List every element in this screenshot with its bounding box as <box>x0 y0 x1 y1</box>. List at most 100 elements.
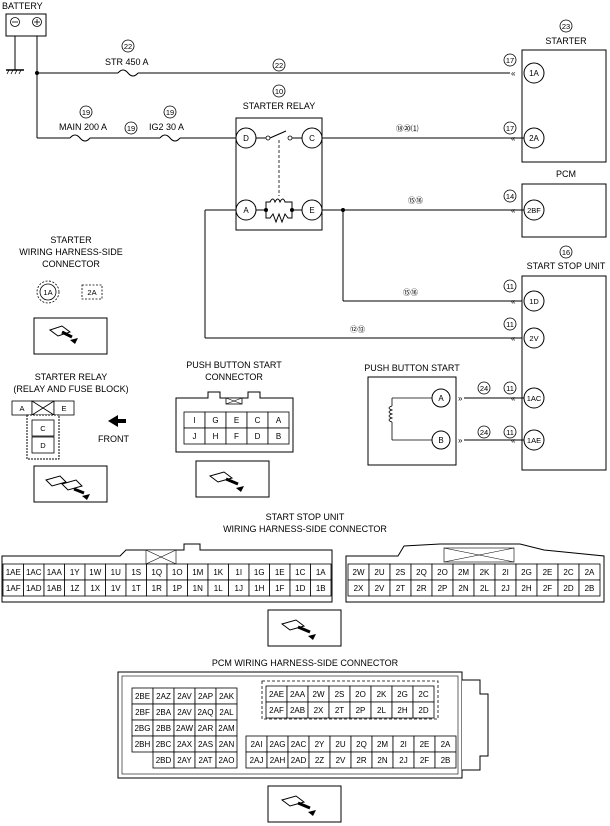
pin-label: 1S <box>131 568 141 577</box>
pin-label: 2AG <box>269 740 285 749</box>
pcm: PCM 2BF <box>521 169 607 238</box>
pin-label: 1N <box>193 584 203 593</box>
pin-label: 2K <box>377 690 387 699</box>
svg-text:«: « <box>511 134 516 143</box>
svg-text:WIRING HARNESS-SIDE CONNECTOR: WIRING HARNESS-SIDE CONNECTOR <box>223 524 387 534</box>
starter-relay-connector: STARTER RELAY (RELAY AND FUSE BLOCK) A E… <box>11 372 129 503</box>
pin-label: 1C <box>295 568 305 577</box>
svg-text:1AC: 1AC <box>527 394 542 403</box>
fuse-main-ref: 19 <box>82 108 90 117</box>
starter-wh-connector: STARTER WIRING HARNESS-SIDE CONNECTOR 1A… <box>19 235 123 355</box>
fuse-ig2-symbol <box>159 134 181 142</box>
pin-label: 2X <box>354 584 364 593</box>
pin-label: 2BF <box>135 708 150 717</box>
svg-text:STARTER RELAY: STARTER RELAY <box>35 372 108 382</box>
pin-label: 2AD <box>291 756 307 765</box>
pin-label: C <box>255 416 261 425</box>
pin-label: 2X <box>314 706 324 715</box>
connector-chevron: « <box>511 69 516 78</box>
pin-label: J <box>193 432 197 441</box>
pin-label: 1Q <box>151 568 162 577</box>
starter-relay: 10 STARTER RELAY D C A E <box>235 84 323 231</box>
pin-label: 2N <box>458 584 468 593</box>
pin-label: 1AB <box>47 584 62 593</box>
pin-label: 1O <box>172 568 183 577</box>
pin-label: 2BG <box>134 724 150 733</box>
svg-text:PUSH BUTTON START: PUSH BUTTON START <box>186 360 282 370</box>
pin-label: 2AS <box>198 740 213 749</box>
wire-relay-e: ⑮⑯ 14 « ⑮⑯ 11 « <box>322 189 524 306</box>
wire-ref-relay-e-ssu: ⑮⑯ <box>403 288 418 297</box>
conn-ref-11-2v: 11 <box>506 320 514 329</box>
pin-label: 2P <box>438 584 448 593</box>
pin-label: 2U <box>335 740 345 749</box>
pin-label: 2AZ <box>156 692 171 701</box>
front-arrow-icon <box>108 415 126 427</box>
wire-ref-pb-b: 24 <box>480 428 488 437</box>
pin-label: 2AK <box>219 692 235 701</box>
wire-ref-pb-a: 24 <box>480 384 488 393</box>
wire-ref-top: 22 <box>275 61 283 70</box>
battery-label: BATTERY <box>2 1 43 11</box>
conn-ref-11-1d: 11 <box>506 282 514 291</box>
pin-label: 2AM <box>218 724 235 733</box>
svg-text:D: D <box>40 441 46 450</box>
pin-label: 2V <box>336 756 346 765</box>
fuse-main-label: MAIN 200 A <box>59 122 107 132</box>
pin-label: 2BH <box>135 740 151 749</box>
pin-label: 2F <box>543 584 552 593</box>
svg-text:D: D <box>243 134 249 143</box>
svg-text:C: C <box>309 134 315 143</box>
fuse-main-symbol <box>69 134 91 142</box>
fuse-ig2-ref: 19 <box>166 108 174 117</box>
fuse-str-label: STR 450 A <box>105 57 149 67</box>
pin-label: H <box>213 432 219 441</box>
pin-cell <box>434 751 457 769</box>
ssu-pin-2v <box>523 327 545 349</box>
pin-label: 1D <box>295 584 305 593</box>
svg-text:2V: 2V <box>529 334 538 343</box>
pin-label: 2G <box>521 568 532 577</box>
pin-label: B <box>276 432 281 441</box>
svg-text:»: » <box>458 394 463 403</box>
pin-label: 2AO <box>218 756 234 765</box>
pin-label: 2AV <box>177 692 192 701</box>
pin-label: 2S <box>396 568 406 577</box>
svg-text:B: B <box>438 436 443 445</box>
pin-label: 2U <box>374 568 384 577</box>
pin-label: 2R <box>416 584 426 593</box>
pin-label: 1V <box>111 584 121 593</box>
pcm-label: PCM <box>556 169 576 179</box>
pin-label: 2G <box>397 690 408 699</box>
conn-ref-11-1ac: 11 <box>506 384 514 393</box>
relay-coil-symbol <box>265 198 293 210</box>
pb-coil-symbol <box>388 405 394 423</box>
pin-label: 2AV <box>177 708 192 717</box>
pin-label: 2AW <box>176 724 193 733</box>
wire-ref-relay-c: ⑱⑳⑴ <box>396 123 419 133</box>
pin-label: 2BC <box>156 740 172 749</box>
conn-ref-14: 14 <box>506 192 514 201</box>
svg-text:2BF: 2BF <box>527 206 541 215</box>
svg-text:E: E <box>61 404 66 413</box>
wire-main-ig2: 19 MAIN 200 A 19 19 IG2 30 A <box>37 105 236 142</box>
fuse-str-ref: 22 <box>124 42 132 51</box>
pin-label: 1E <box>275 568 285 577</box>
battery: BATTERY <box>2 1 47 138</box>
pin-label: 2B <box>585 584 595 593</box>
svg-text:A: A <box>243 206 249 215</box>
pin-label: 1R <box>152 584 162 593</box>
pin-label: A <box>276 416 282 425</box>
pin-label: 2AX <box>177 740 193 749</box>
pin-label: 1AF <box>6 584 21 593</box>
wire-ref-main-right: 19 <box>127 124 135 133</box>
pin-label: 1U <box>111 568 121 577</box>
fuse-ig2-label: IG2 30 A <box>149 122 184 132</box>
svg-text:2A: 2A <box>87 288 96 297</box>
relay-conn-pin-e <box>53 400 75 416</box>
svg-text:WIRING HARNESS-SIDE: WIRING HARNESS-SIDE <box>19 247 123 257</box>
pin-label: 2V <box>375 584 385 593</box>
conn-ref-17-top: 17 <box>506 56 514 65</box>
starter-wh-pin-2a <box>81 284 103 300</box>
pin-label: 2AY <box>177 756 192 765</box>
